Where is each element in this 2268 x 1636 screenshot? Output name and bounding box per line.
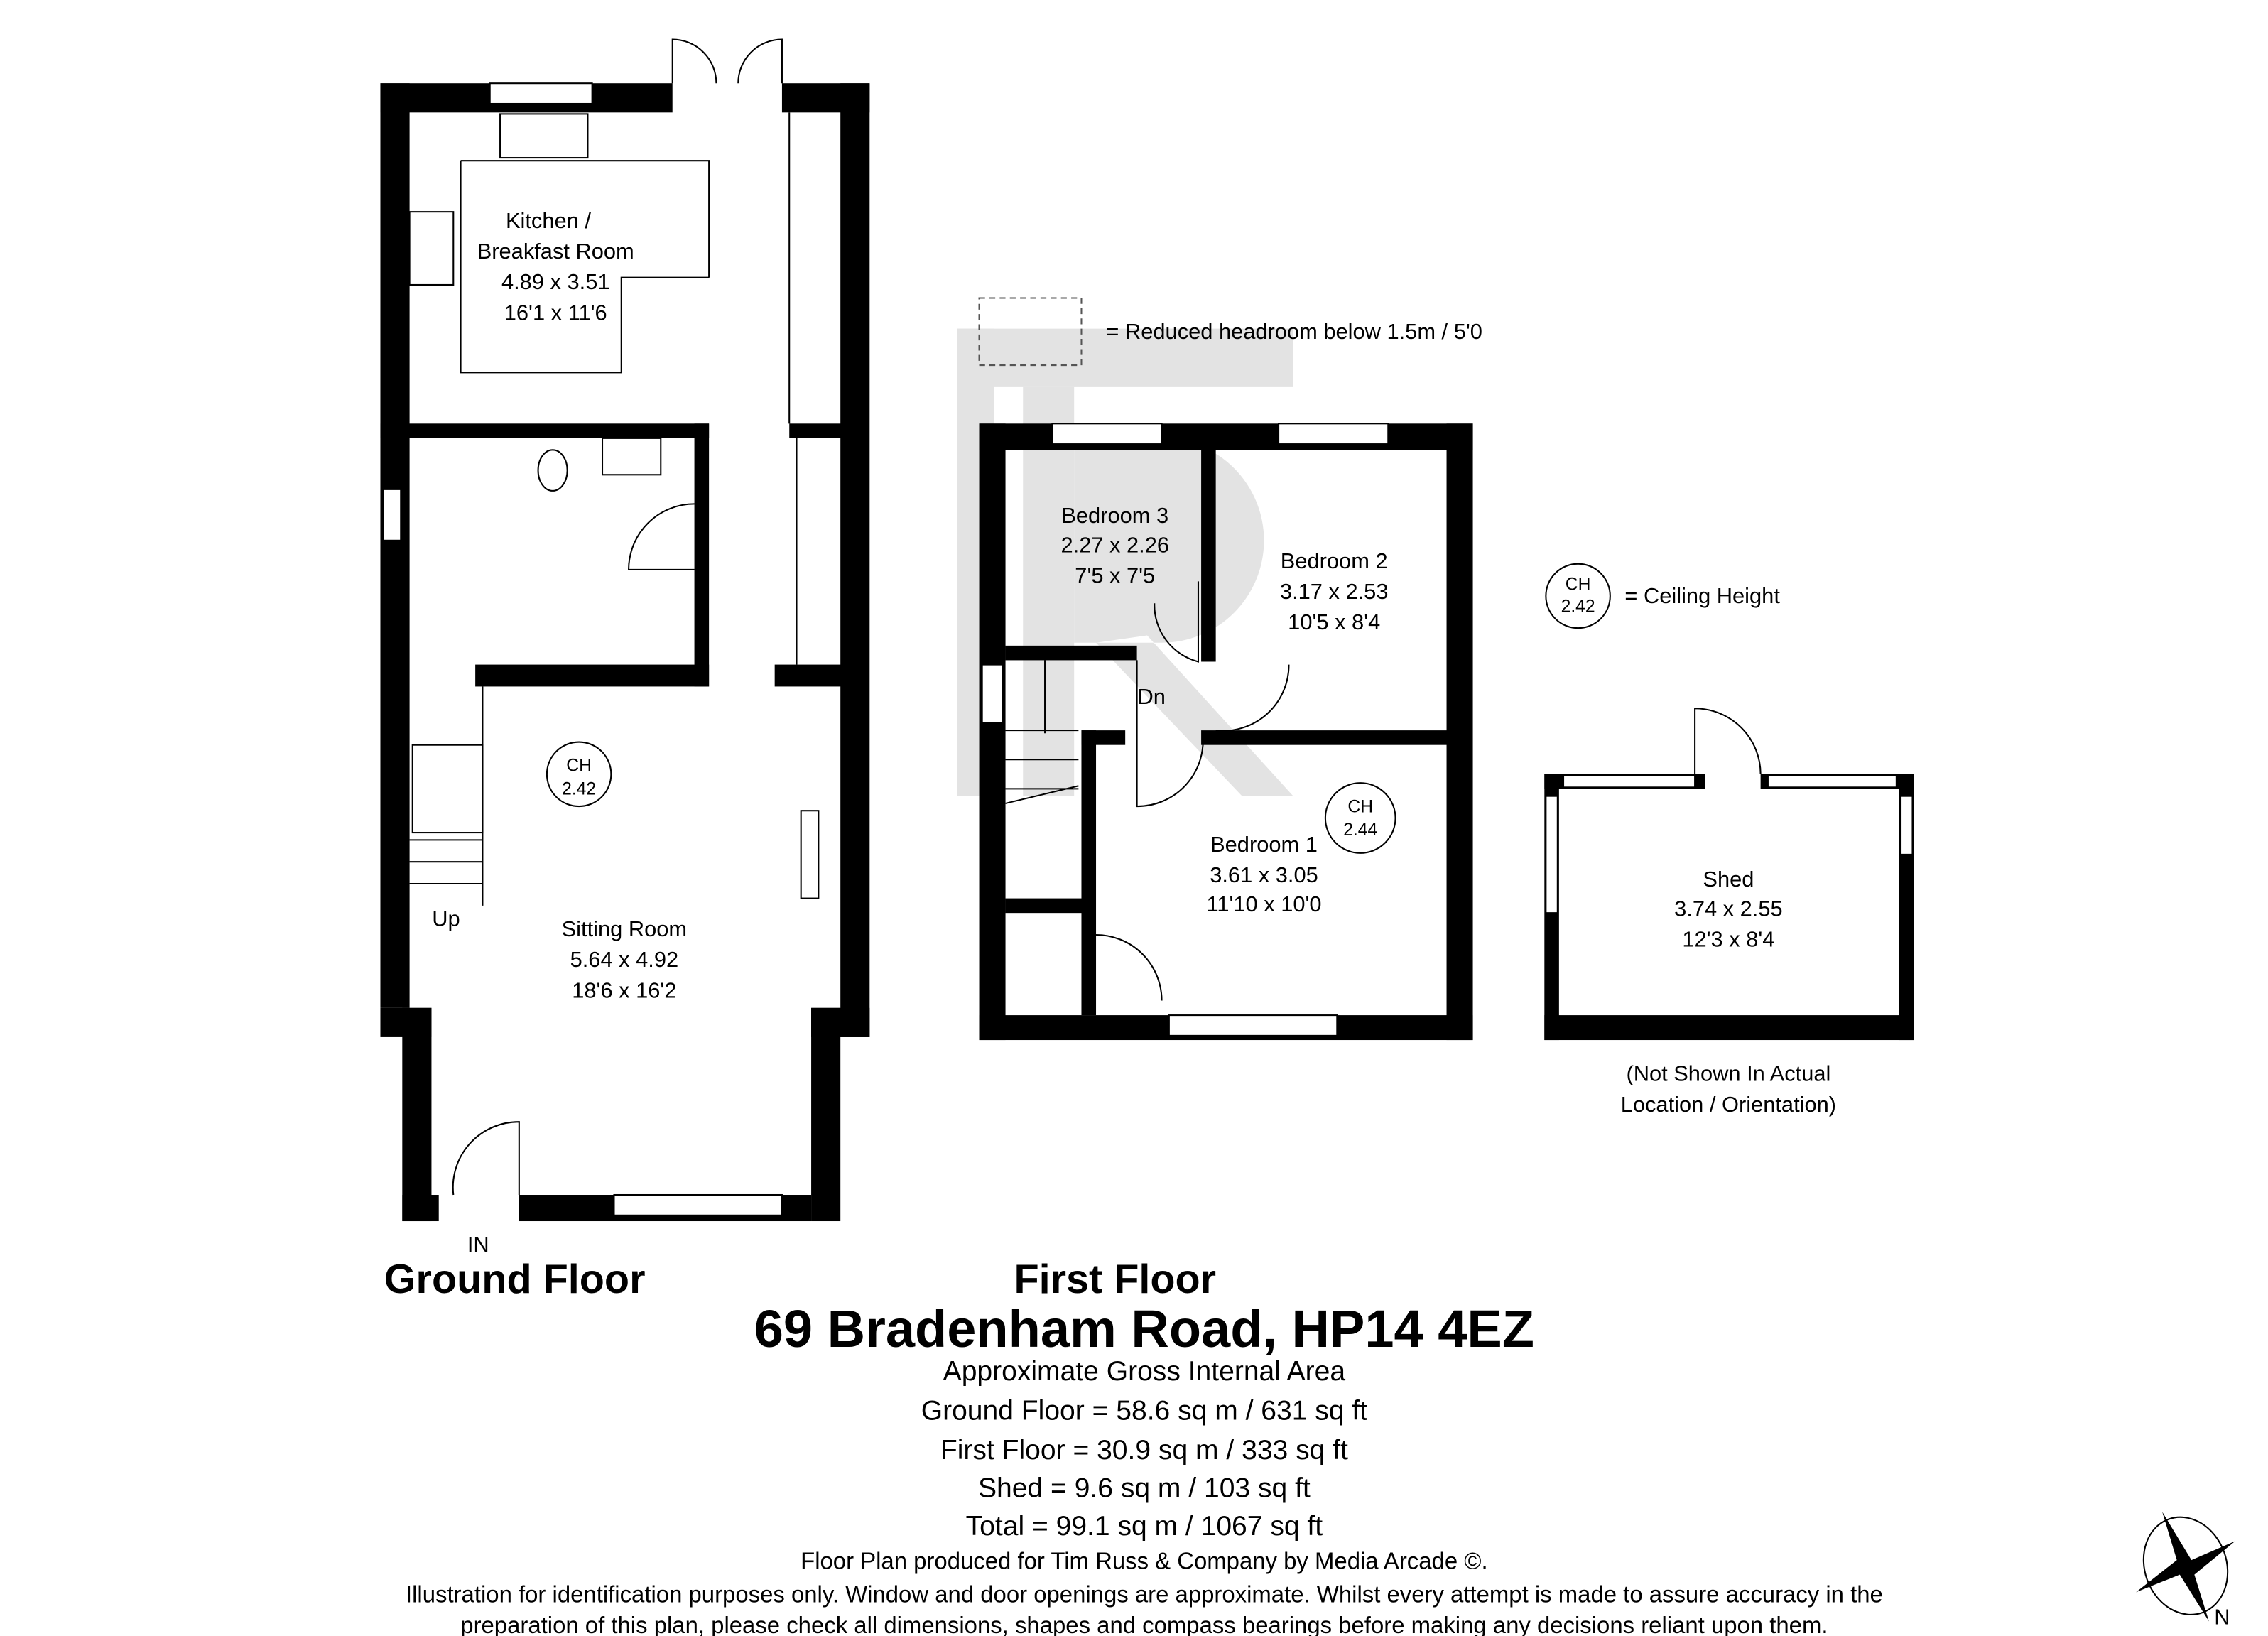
svg-text:11'10 x 10'0: 11'10 x 10'0 (1206, 892, 1321, 916)
disclaimer-1: Illustration for identification purposes… (406, 1581, 1883, 1608)
shed-plan: Shed 3.74 x 2.55 12'3 x 8'4 (Not Shown I… (1544, 708, 1914, 1117)
compass-icon: N (2136, 1512, 2235, 1630)
stairs-up-label: Up (432, 906, 460, 931)
area-total: Total = 99.1 sq m / 1067 sq ft (966, 1511, 1323, 1542)
svg-text:Bedroom 3: Bedroom 3 (1061, 503, 1168, 528)
room-kitchen: Kitchen / Breakfast Room 4.89 x 3.51 16'… (477, 208, 634, 325)
entrance-label: IN (467, 1232, 489, 1257)
room-bedroom-1: Bedroom 1 3.61 x 3.05 11'10 x 10'0 (1206, 832, 1321, 916)
ch-value: 2.44 (1343, 820, 1377, 840)
svg-text:12'3 x 8'4: 12'3 x 8'4 (1682, 926, 1774, 951)
ceiling-height-marker (546, 741, 612, 808)
svg-text:2.42: 2.42 (1561, 597, 1595, 617)
ground-floor-heading: Ground Floor (384, 1257, 646, 1302)
svg-text:2.27 x 2.26: 2.27 x 2.26 (1060, 532, 1169, 557)
svg-text:Bedroom 1: Bedroom 1 (1210, 832, 1318, 857)
area-first: First Floor = 30.9 sq m / 333 sq ft (940, 1435, 1348, 1466)
reduced-headroom-legend: = Reduced headroom below 1.5m / 5'0 (1106, 319, 1482, 344)
credit: Floor Plan produced for Tim Russ & Compa… (801, 1547, 1488, 1573)
area-ground: Ground Floor = 58.6 sq m / 631 sq ft (921, 1396, 1367, 1426)
ch-label: CH (1347, 797, 1373, 816)
ceiling-height-legend: = Ceiling Height (1624, 583, 1780, 608)
ground-floor-plan: CH 2.42 Kitchen / Breakfast Room 4.89 x … (380, 38, 870, 1257)
svg-text:3.17 x 2.53: 3.17 x 2.53 (1280, 579, 1389, 604)
svg-text:16'1 x 11'6: 16'1 x 11'6 (504, 300, 607, 325)
first-floor-plan: CH 2.44 Bedroom 3 2.27 x 2.26 7'5 x 7'5 … (979, 423, 1473, 1041)
svg-text:10'5 x 8'4: 10'5 x 8'4 (1288, 610, 1380, 634)
area-heading: Approximate Gross Internal Area (943, 1356, 1346, 1387)
svg-text:Breakfast Room: Breakfast Room (477, 239, 634, 264)
legend: = Reduced headroom below 1.5m / 5'0 CH 2… (978, 297, 1780, 629)
svg-text:18'6 x 16'2: 18'6 x 16'2 (572, 977, 676, 1002)
compass-north-label: N (2214, 1605, 2230, 1630)
ch-value: 2.42 (562, 780, 596, 799)
svg-text:Bedroom 2: Bedroom 2 (1281, 548, 1388, 573)
svg-text:Location / Orientation): Location / Orientation) (1621, 1092, 1836, 1117)
disclaimer-2: preparation of this plan, please check a… (460, 1612, 1828, 1636)
ch-label: CH (566, 757, 592, 776)
svg-text:3.74 x 2.55: 3.74 x 2.55 (1674, 896, 1783, 921)
svg-text:CH: CH (1566, 575, 1591, 595)
svg-text:Shed: Shed (1703, 867, 1754, 892)
svg-text:(Not Shown In Actual: (Not Shown In Actual (1626, 1061, 1830, 1086)
room-sitting-room: Sitting Room 5.64 x 4.92 18'6 x 16'2 (562, 916, 687, 1002)
property-title: 69 Bradenham Road, HP14 4EZ (754, 1299, 1534, 1358)
svg-text:4.89 x 3.51: 4.89 x 3.51 (501, 269, 610, 294)
room-bedroom-2: Bedroom 2 3.17 x 2.53 10'5 x 8'4 (1280, 548, 1389, 634)
svg-text:Sitting Room: Sitting Room (562, 916, 687, 941)
svg-text:3.61 x 3.05: 3.61 x 3.05 (1210, 862, 1318, 887)
area-shed: Shed = 9.6 sq m / 103 sq ft (978, 1473, 1311, 1504)
svg-text:Kitchen /: Kitchen / (506, 208, 591, 233)
svg-text:7'5 x 7'5: 7'5 x 7'5 (1075, 563, 1155, 587)
first-floor-heading: First Floor (1014, 1257, 1216, 1302)
stairs-down-label: Dn (1137, 684, 1165, 709)
room-bedroom-3: Bedroom 3 2.27 x 2.26 7'5 x 7'5 (1060, 503, 1169, 587)
svg-text:5.64 x 4.92: 5.64 x 4.92 (570, 947, 679, 972)
